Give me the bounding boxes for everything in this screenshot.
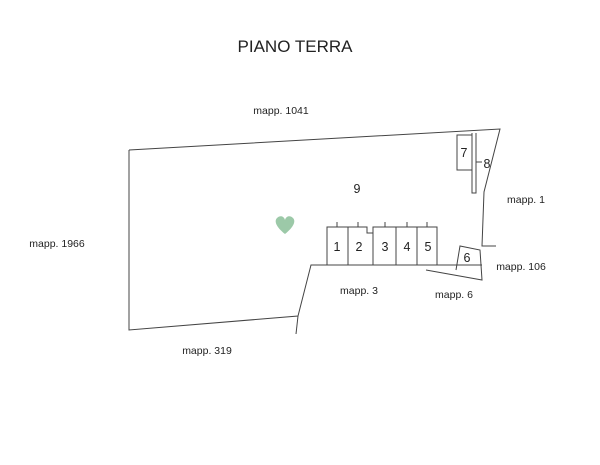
unit-8-strip: [471, 133, 477, 194]
unit-9-label: 9: [354, 182, 361, 196]
unit-1-label: 1: [334, 240, 341, 254]
units-7-8: [456, 133, 482, 194]
parcel-west: mapp. 1966: [29, 238, 85, 250]
units-row: [326, 222, 438, 265]
heart-icon: [275, 216, 295, 234]
unit-8-label: 8: [484, 157, 491, 171]
parcel-south: mapp. 319: [182, 345, 232, 357]
parcel-north: mapp. 1041: [253, 105, 309, 117]
unit-2-label: 2: [356, 240, 363, 254]
unit-6-outline: [425, 245, 483, 281]
unit-6-label: 6: [464, 251, 471, 265]
unit-4-label: 4: [404, 240, 411, 254]
unit-5-label: 5: [425, 240, 432, 254]
lot-lower-edge: [295, 315, 299, 335]
unit-3-label: 3: [382, 240, 389, 254]
units-outline: [326, 226, 438, 265]
parcel-east: mapp. 1: [507, 194, 545, 206]
page-title: PIANO TERRA: [238, 37, 354, 56]
parcel-southeast: mapp. 6: [435, 289, 473, 301]
parcel-east-lower: mapp. 106: [496, 261, 546, 273]
parcel-courtyard: mapp. 3: [340, 285, 378, 297]
unit-7-label: 7: [461, 146, 468, 160]
